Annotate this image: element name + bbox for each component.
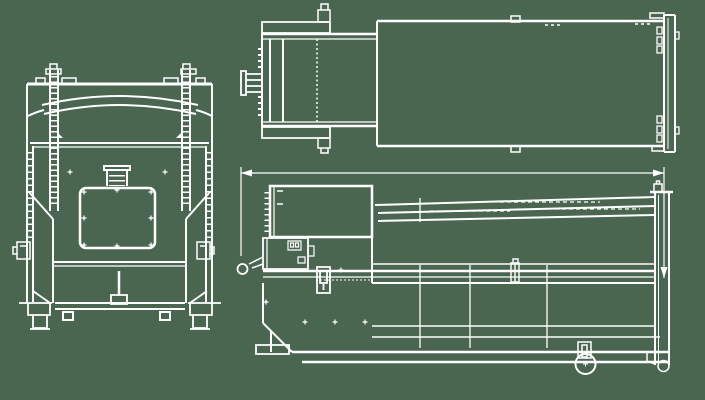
top-door-hinges [656,26,663,143]
top-container-stitch-marks [545,23,652,26]
top-drive-shaft [240,70,263,96]
front-panel-bolt-marks [67,169,168,249]
front-funnel [28,191,211,303]
side-door-bottom-bracket [646,352,656,365]
side-view [236,180,673,375]
arrow-left-icon [241,169,252,177]
front-left-bracket [12,241,31,260]
arrow-right-icon [653,169,664,177]
front-base-bar [55,302,185,321]
side-hopper-marks [277,190,283,205]
side-door-roller [657,359,670,373]
top-view [240,3,680,154]
arrow-down-icon [660,267,668,278]
dimension-lines [58,133,668,278]
top-door-latch-tabs [674,31,680,135]
front-post-triangle-left [58,133,63,138]
front-right-bracket [196,241,215,260]
top-head-bands-inner [262,38,377,123]
side-skid-foot [255,344,290,355]
front-top-blocks [35,77,206,85]
side-control-box [262,237,309,270]
side-door-knob [653,180,663,193]
front-posts [49,70,191,211]
front-post-triangle-right [176,133,181,138]
dimension-extension-lines [240,167,665,278]
front-post-caps [45,63,197,75]
front-view [12,63,221,330]
front-right-foot [188,290,221,330]
side-control-box-details [266,238,315,269]
side-bolt-bracket [510,258,520,283]
front-frame-outline [26,84,213,303]
dimension-arrowheads [58,133,668,278]
side-door [654,192,670,365]
side-tow-hook-arm [248,256,264,269]
side-bolt-marks [263,267,368,325]
top-door-brackets [649,12,665,152]
front-left-foot [19,290,52,330]
side-tie-rods [374,196,656,222]
side-cylinder-mount [316,266,331,294]
side-wheel [574,353,597,375]
top-door [663,14,676,153]
top-tab-lower [317,137,331,154]
top-head-bands [262,32,377,128]
side-tie-rod-stitches [430,201,640,212]
front-filler-stub [103,165,131,186]
top-container-clips [510,15,521,153]
machine-drawing [12,3,680,375]
side-lower-left-outline [262,283,293,353]
side-skid-base [292,350,668,364]
side-chamber-lines [372,325,660,338]
front-arch [27,95,213,117]
side-wheel-mount [577,341,592,359]
side-panel-seams [419,198,548,348]
side-wheel-axle-mark [583,361,588,367]
top-tab-upper [317,3,331,23]
side-tow-hook-eye [236,263,249,275]
